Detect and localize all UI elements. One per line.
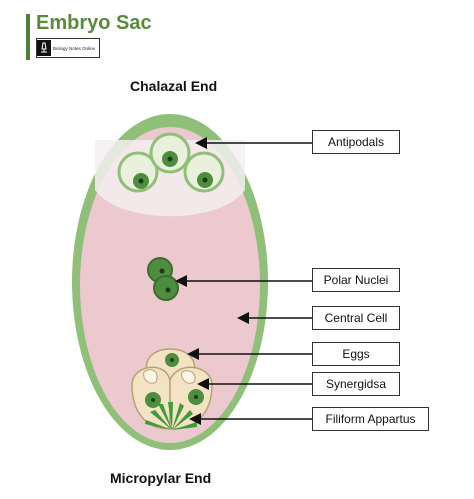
filiform-apparatus <box>145 402 197 430</box>
logo-text: Biology Notes Online <box>53 45 96 51</box>
label-central-cell: Central Cell <box>312 306 400 330</box>
label-eggs: Eggs <box>312 342 400 366</box>
chalazal-end-heading: Chalazal End <box>130 78 218 94</box>
micropylar-end-heading: Micropylar End <box>110 470 212 486</box>
pointer-arrows <box>175 137 312 425</box>
label-polar-nuclei: Polar Nuclei <box>312 268 400 292</box>
polar-nuclei <box>147 257 179 301</box>
antipodal-cells <box>117 132 225 193</box>
accent-bar <box>26 14 30 60</box>
label-antipodals: Antipodals <box>312 130 400 154</box>
page-title: Embryo Sac <box>36 12 152 34</box>
logo: Biology Notes Online <box>36 38 100 58</box>
microscope-icon <box>37 40 51 56</box>
label-filiform-apparatus: Filiform Appartus <box>312 407 429 431</box>
label-synergids: Synergidsa <box>312 372 400 396</box>
